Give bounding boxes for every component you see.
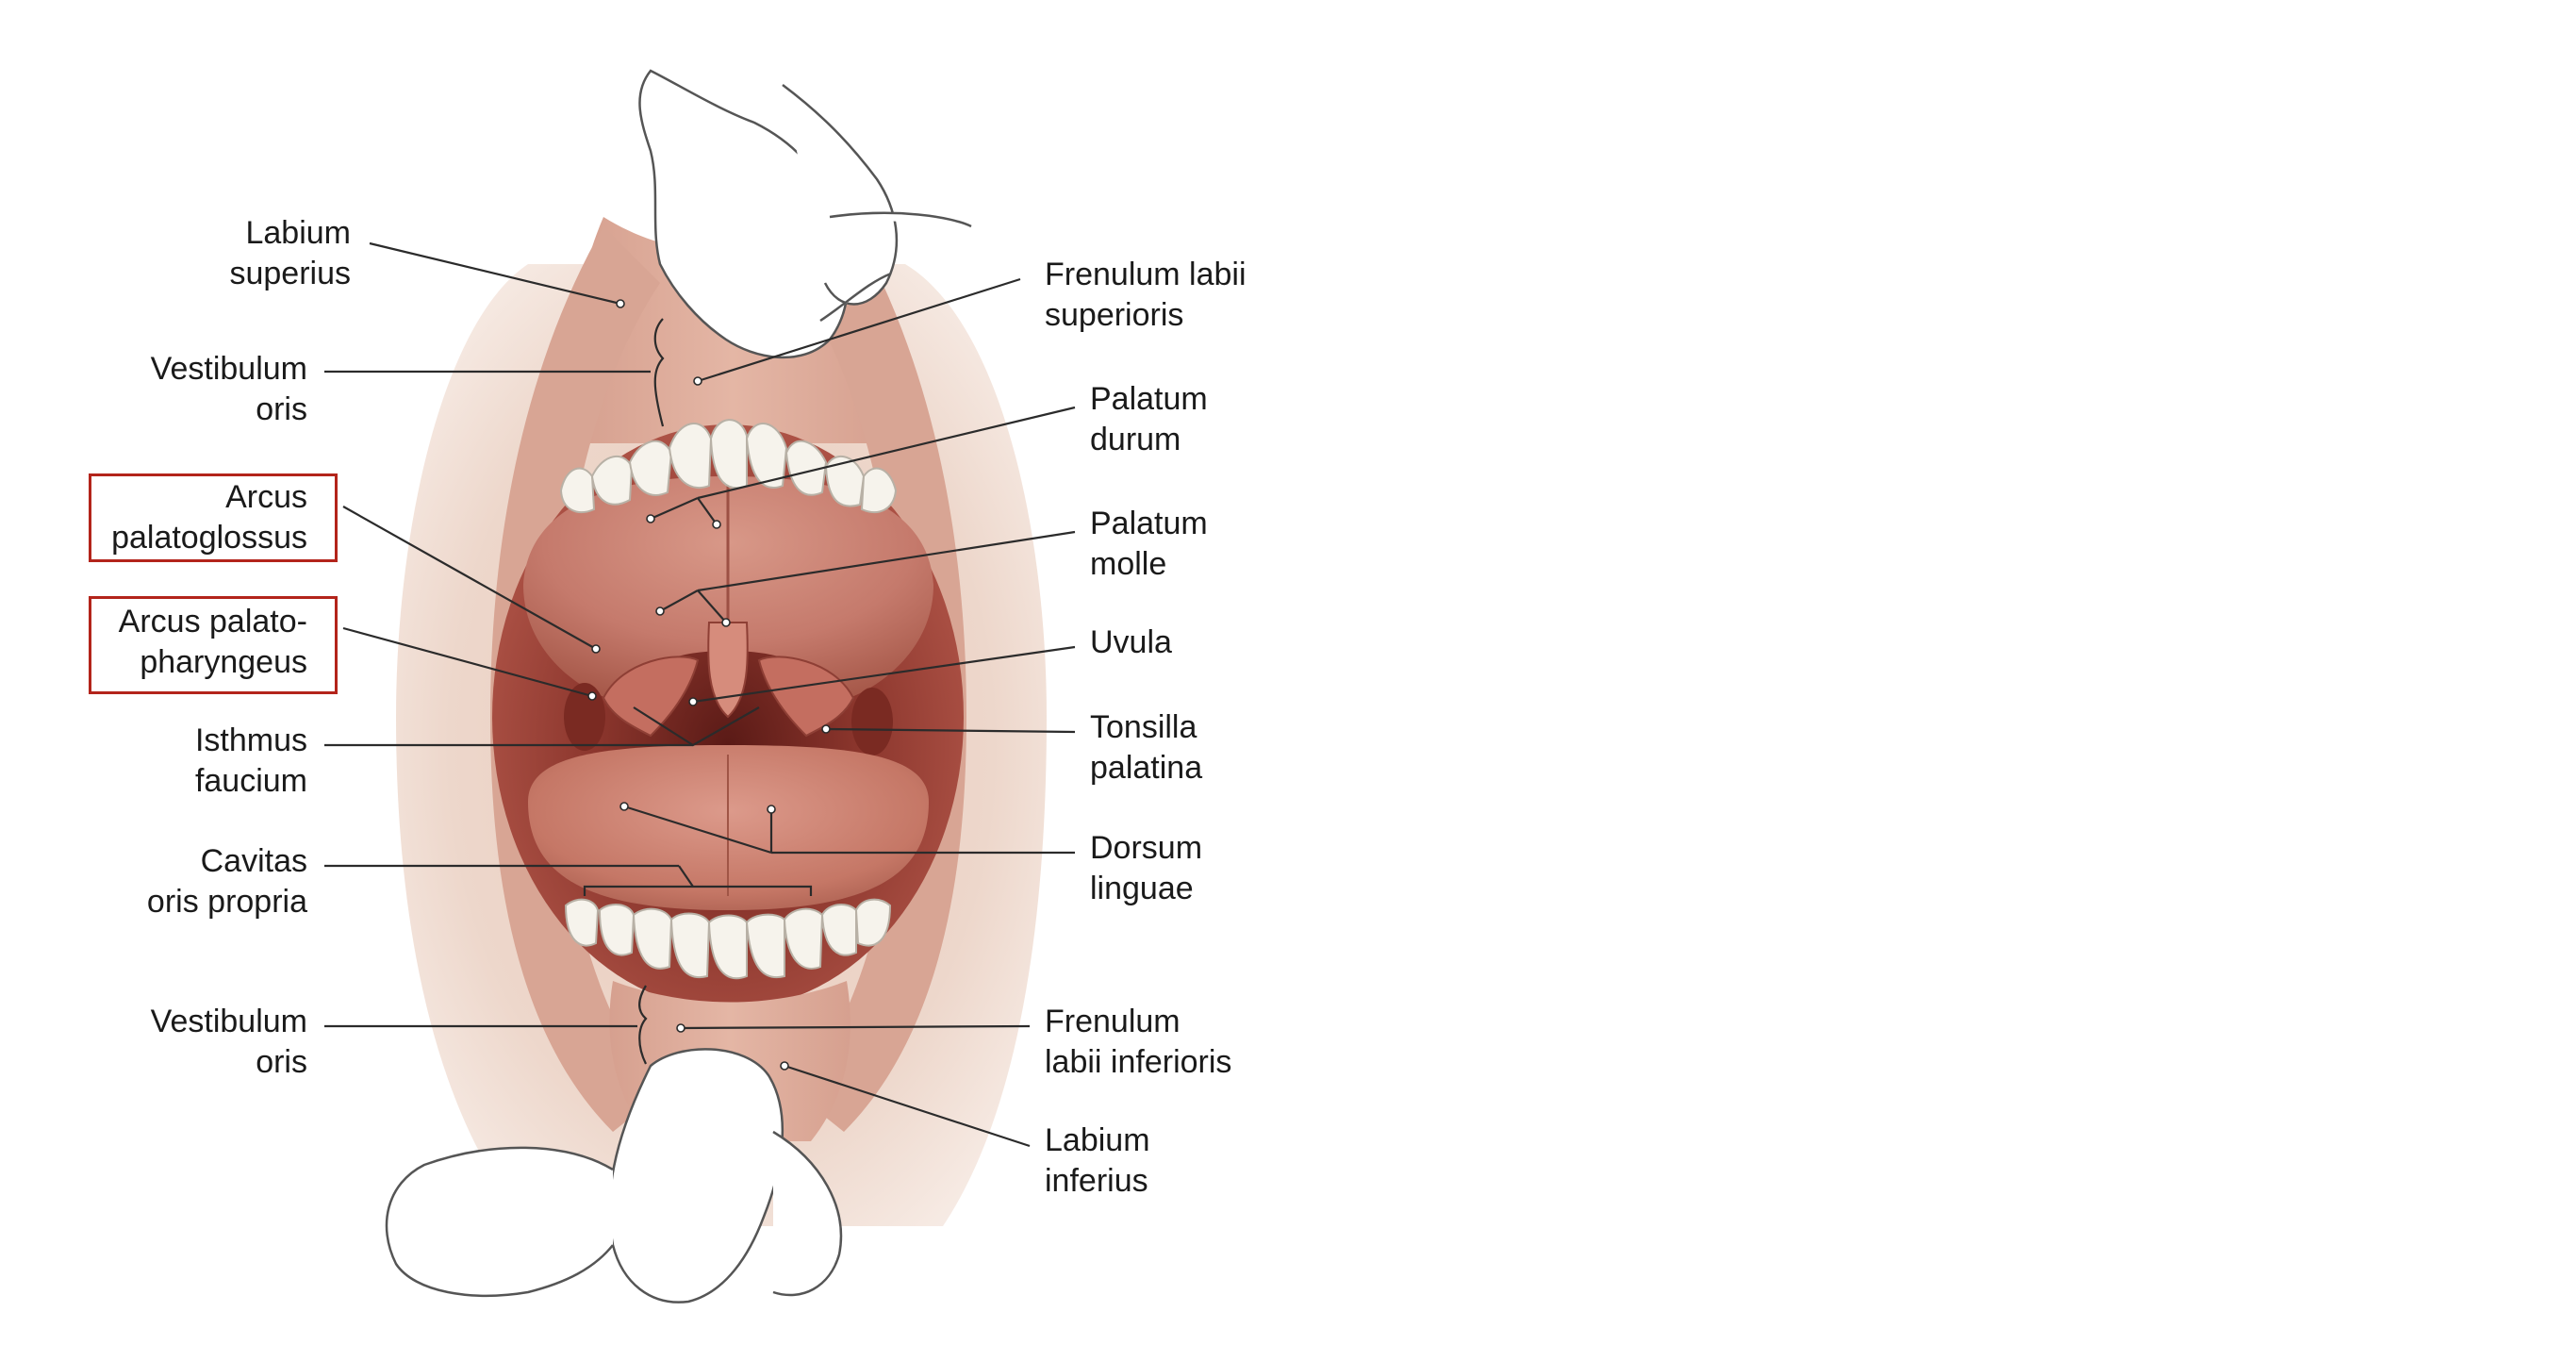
label-cavitas-oris-propria: Cavitas oris propria xyxy=(146,843,307,920)
highlight-box-arcus-palatoglossus xyxy=(89,473,338,562)
left-lip-wall xyxy=(490,226,660,1132)
label-palatum-molle: Palatum molle xyxy=(1090,506,1208,582)
label-palatum-durum: Palatum durum xyxy=(1090,381,1208,457)
leader-lines-right xyxy=(623,277,1076,1148)
highlight-box-arcus-palatopharyngeus xyxy=(89,596,338,694)
label-uvula: Uvula xyxy=(1090,624,1172,660)
leader-lines-left xyxy=(324,241,813,1065)
lower-teeth xyxy=(564,898,892,980)
label-vestibulum-oris-lower: Vestibulum oris xyxy=(150,1004,307,1080)
label-frenulum-labii-inferioris: Frenulum labii inferioris xyxy=(1045,1004,1232,1080)
right-lip-wall xyxy=(797,226,966,1132)
label-arcus-palatopharyngeus: Arcus palato- pharyngeus xyxy=(118,604,307,680)
label-frenulum-labii-superioris: Frenulum labii superioris xyxy=(1045,257,1247,333)
label-dorsum-linguae: Dorsum linguae xyxy=(1090,830,1203,906)
left-tonsil xyxy=(564,683,605,751)
upper-hand-illustration xyxy=(638,69,972,359)
label-labium-superius: Labium superius xyxy=(229,215,351,291)
uvula xyxy=(707,622,749,719)
label-labium-inferius: Labium inferius xyxy=(1045,1122,1150,1199)
lower-hand-illustration xyxy=(385,1048,843,1303)
palatoglossal-arch xyxy=(602,656,700,738)
label-tonsilla-palatina: Tonsilla palatina xyxy=(1090,709,1203,786)
label-isthmus-faucium: Isthmus faucium xyxy=(194,722,307,799)
palatopharyngeal-arch xyxy=(757,656,855,738)
label-vestibulum-oris-upper: Vestibulum oris xyxy=(150,351,307,427)
leader-endpoints xyxy=(587,299,831,1071)
label-arcus-palatoglossus: Arcus palatoglossus xyxy=(111,479,307,556)
upper-teeth xyxy=(559,419,898,514)
right-tonsil xyxy=(851,688,893,756)
